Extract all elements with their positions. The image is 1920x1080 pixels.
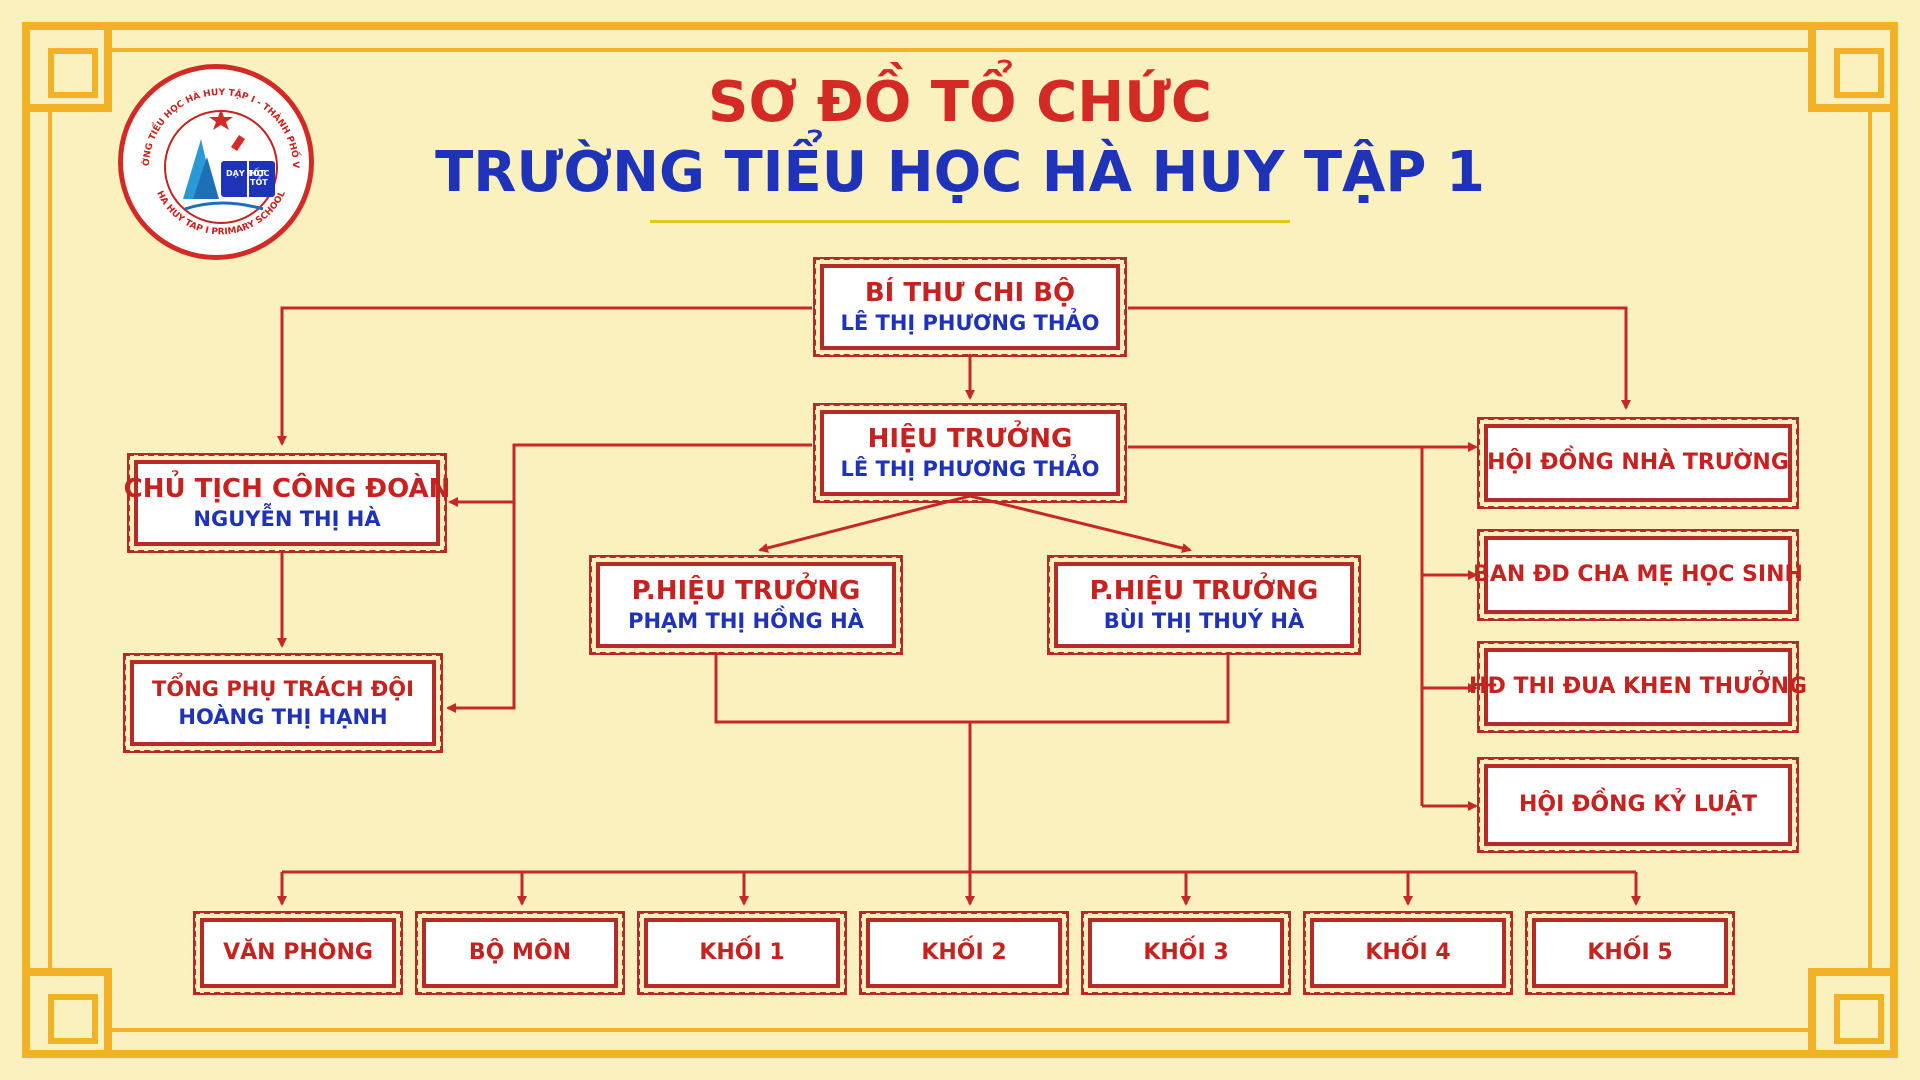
node-person-name: NGUYỄN THỊ HÀ [193, 507, 381, 531]
node-khoi-4: KHỐI 4 [1303, 911, 1513, 995]
link-bithu-hoidong [1128, 306, 1631, 410]
node-role: KHỐI 1 [699, 940, 785, 965]
frame-corner-bottom-right [1808, 968, 1898, 1058]
school-logo: TRƯỜNG TIỂU HỌC HÀ HUY TẬP I - THÀNH PHỐ… [118, 64, 314, 260]
chart-subtitle: TRƯỜNG TIỂU HỌC HÀ HUY TẬP 1 [435, 140, 1485, 205]
link-hieutruong-tongphutrach [446, 443, 812, 713]
node-hoi-dong-nha-truong: HỘI ĐỒNG NHÀ TRƯỜNG [1477, 417, 1799, 509]
node-khoi-5: KHỐI 5 [1525, 911, 1735, 995]
node-person-name: HOÀNG THỊ HẠNH [178, 705, 388, 729]
link-bithu-congdoan [277, 306, 812, 446]
node-role: BÍ THƯ CHI BỘ [864, 278, 1076, 308]
node-role: CHỦ TỊCH CÔNG ĐOÀN [123, 474, 451, 504]
node-role: P.HIỆU TRƯỞNG [1089, 576, 1319, 606]
node-hieu-truong: HIỆU TRƯỞNG LÊ THỊ PHƯƠNG THẢO [813, 403, 1127, 503]
node-role: HĐ THI ĐUA KHEN THƯỞNG [1468, 674, 1808, 699]
node-role: KHỐI 3 [1143, 940, 1229, 965]
node-role: KHỐI 5 [1587, 940, 1673, 965]
node-role: P.HIỆU TRƯỞNG [631, 576, 861, 606]
node-role: BỘ MÔN [468, 940, 572, 965]
node-chu-tich-cong-doan: CHỦ TỊCH CÔNG ĐOÀN NGUYỄN THỊ HÀ [124, 453, 450, 553]
frame-corner-bottom-left [22, 968, 112, 1058]
decorative-frame-outer [22, 22, 1898, 1058]
node-bi-thu-chi-bo: BÍ THƯ CHI BỘ LÊ THỊ PHƯƠNG THẢO [813, 257, 1127, 357]
node-khoi-2: KHỐI 2 [859, 911, 1069, 995]
node-role: TỔNG PHỤ TRÁCH ĐỘI [152, 677, 414, 701]
node-role: KHỐI 2 [921, 940, 1007, 965]
node-bo-mon: BỘ MÔN [415, 911, 625, 995]
node-role: HIỆU TRƯỞNG [867, 424, 1073, 454]
node-role: VĂN PHÒNG [223, 940, 373, 965]
node-role: HỘI ĐỒNG NHÀ TRƯỜNG [1487, 450, 1789, 475]
node-khoi-1: KHỐI 1 [637, 911, 847, 995]
node-person-name: PHẠM THỊ HỒNG HÀ [628, 609, 864, 633]
node-pho-hieu-truong-1: P.HIỆU TRƯỞNG PHẠM THỊ HỒNG HÀ [589, 555, 903, 655]
link-hieutruong-pht1 [758, 494, 971, 553]
node-van-phong: VĂN PHÒNG [193, 911, 403, 995]
title-underline [650, 220, 1290, 223]
node-role: BAN ĐD CHA MẸ HỌC SINH [1473, 562, 1803, 587]
node-khoi-3: KHỐI 3 [1081, 911, 1291, 995]
frame-corner-top-right [1808, 22, 1898, 112]
node-person-name: LÊ THỊ PHƯƠNG THẢO [840, 457, 1100, 481]
node-ban-dd-cha-me: BAN ĐD CHA MẸ HỌC SINH [1473, 529, 1803, 621]
school-logo-emblem: TRƯỜNG TIỂU HỌC HÀ HUY TẬP I - THÀNH PHỐ… [123, 69, 302, 237]
link-pht-merge [714, 652, 1230, 724]
logo-motto-left: DẠY TỐT [226, 169, 266, 178]
node-person-name: LÊ THỊ PHƯƠNG THẢO [840, 311, 1100, 335]
logo-motto-right: HỌC TỐT [250, 169, 270, 187]
node-pho-hieu-truong-2: P.HIỆU TRƯỞNG BÙI THỊ THUÝ HÀ [1047, 555, 1361, 655]
decorative-frame-inner [48, 48, 1872, 1032]
link-hieutruong-pht2 [969, 494, 1192, 553]
node-tong-phu-trach-doi: TỔNG PHỤ TRÁCH ĐỘI HOÀNG THỊ HẠNH [123, 653, 443, 753]
node-person-name: BÙI THỊ THUÝ HÀ [1103, 609, 1305, 633]
node-role: KHỐI 4 [1365, 940, 1451, 965]
node-role: HỘI ĐỒNG KỶ LUẬT [1519, 792, 1757, 817]
node-hoi-dong-ky-luat: HỘI ĐỒNG KỶ LUẬT [1477, 757, 1799, 853]
chart-title: SƠ ĐỒ TỔ CHỨC [708, 70, 1212, 135]
frame-corner-top-left [22, 22, 112, 112]
node-hd-thi-dua: HĐ THI ĐUA KHEN THƯỞNG [1469, 641, 1807, 733]
